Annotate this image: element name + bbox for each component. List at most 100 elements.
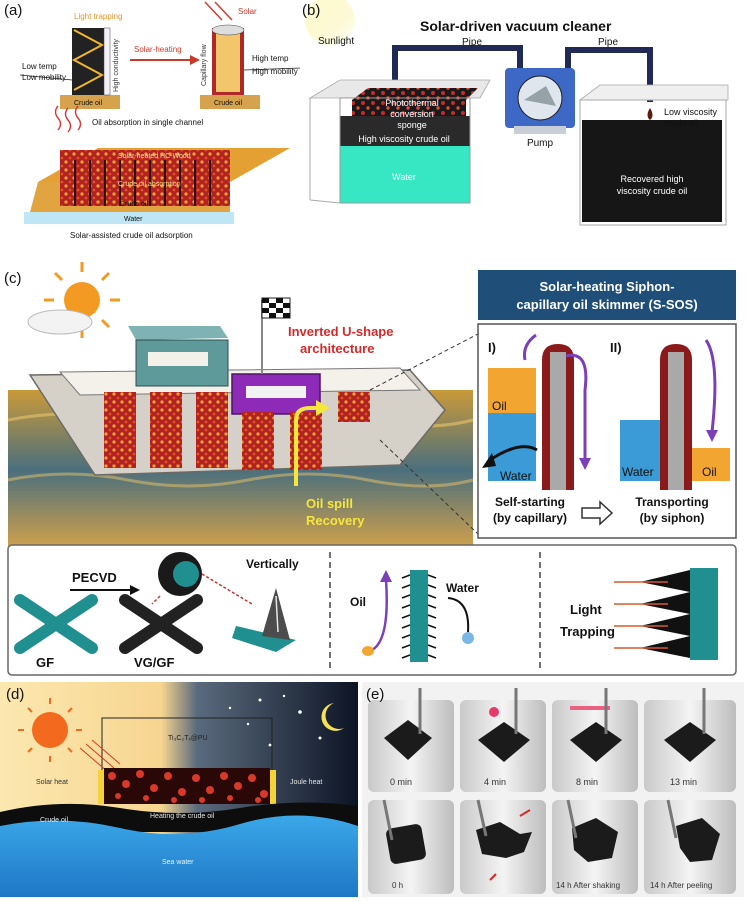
label-sponge-1: Photothermal (385, 98, 439, 108)
label-heating: Heating the crude oil (150, 813, 215, 820)
label-gf: GF (36, 655, 54, 670)
recovery-arrow (294, 406, 318, 486)
label-heat-caption: Crude oil absorption (118, 181, 181, 188)
label-recovered-1: Recovered high (620, 174, 683, 184)
panel-d-tag: (d) (6, 686, 25, 703)
hc-wood-block (60, 150, 230, 206)
label-vertically: Vertically (246, 557, 299, 571)
label-self-starting-1: Self-starting (495, 495, 565, 509)
vggf-fiber-2 (119, 594, 203, 654)
mxene-sponge (104, 768, 270, 804)
panel-c-tag: (c) (4, 270, 22, 287)
vial-top-2 (460, 688, 546, 792)
label-high-viscosity: High viscosity crude oil (358, 134, 450, 144)
pipe-left-shape (392, 45, 523, 88)
label-low-mobility: Low mobility (22, 73, 66, 82)
skimmer-4 (242, 412, 274, 470)
skimmer-3 (196, 392, 228, 468)
panel-b-tag: (b) (302, 2, 321, 19)
label-pipe-right: Pipe (598, 37, 618, 48)
label-bottom-14h-shaking: 14 h After shaking (556, 881, 620, 890)
vial-top-3 (552, 688, 638, 792)
vial-top-1 (368, 688, 454, 792)
oil-layer-stage1 (488, 368, 536, 413)
panel-e-tag: (e) (366, 686, 385, 703)
skimmer-6 (338, 392, 370, 422)
sea-water-layer (0, 815, 358, 897)
label-time-13: 13 min (670, 777, 697, 787)
label-solar-heat: Solar heat (36, 779, 68, 786)
title-s-sos-2: capillary oil skimmer (S-SOS) (516, 297, 697, 312)
label-water-mid: Water (446, 581, 479, 595)
photothermal-sponge (352, 100, 466, 116)
panel-b (305, 0, 729, 226)
sun-icon-d (32, 712, 68, 748)
trapping-surface (690, 568, 718, 660)
label-solar: Solar (238, 7, 257, 16)
label-pecvd: PECVD (72, 570, 117, 585)
caption-solar-assisted: Solar-assisted crude oil adsorption (70, 231, 193, 240)
label-stage-1: I) (488, 340, 496, 355)
vial-bottom-4 (644, 799, 736, 894)
label-capillary-flow: Capillary flow (201, 43, 208, 86)
vial-bottom-1 (368, 799, 454, 894)
light-trapping-zigzag (71, 29, 105, 91)
label-time-0: 0 min (390, 777, 412, 787)
panel-a-tag: (a) (4, 2, 23, 19)
panel-e (362, 682, 744, 897)
s-sos-title-box (478, 270, 736, 320)
label-water-stage1: Water (500, 469, 532, 483)
skimmer-1 (104, 392, 136, 468)
vggf-surface (410, 570, 428, 662)
label-crude-oil-left: Crude oil (74, 100, 102, 107)
label-time-4: 4 min (484, 777, 506, 787)
vial-top-4 (644, 688, 736, 792)
moon-icon (321, 703, 344, 731)
vial-bottom-3 (552, 799, 638, 894)
crude-oil-base-right (200, 95, 260, 109)
water-tank-left (340, 145, 470, 203)
label-sunlight: Sunlight (318, 36, 354, 47)
title-s-sos-1: Solar-heating Siphon- (539, 279, 674, 294)
next-step-arrow (581, 500, 614, 526)
label-water-b: Water (392, 172, 416, 182)
sun-glow (305, 0, 355, 45)
label-light: Light (570, 602, 602, 617)
label-recovery-1: Oil spill (306, 496, 353, 511)
label-inverted-1: Inverted U-shape (288, 324, 393, 339)
vial-bottom-2 (460, 799, 546, 894)
water-droplet (462, 632, 474, 644)
label-oil-stage2: Oil (702, 465, 717, 479)
gf-fiber-2 (14, 594, 98, 654)
panel-d (0, 682, 358, 897)
label-stage-2: II) (610, 340, 622, 355)
label-sponge-3: sponge (397, 120, 427, 130)
label-light-trapping: Light trapping (74, 12, 122, 21)
label-trapping: Trapping (560, 624, 615, 639)
label-oil-stage1: Oil (492, 399, 507, 413)
label-pump: Pump (527, 138, 554, 149)
label-crude-oil-right: Crude oil (214, 100, 242, 107)
title-vacuum-cleaner: Solar-driven vacuum cleaner (420, 18, 612, 34)
oil-collected-stage2 (692, 448, 730, 481)
sun-icon (64, 282, 100, 318)
label-bottom-0h: 0 h (392, 881, 403, 890)
label-recovery-2: Recovery (306, 513, 365, 528)
water-layer-a (24, 212, 234, 224)
label-bottom-14h-peeling: 14 h After peeling (650, 881, 712, 890)
label-inverted-2: architecture (300, 341, 374, 356)
label-low-temp: Low temp (22, 62, 57, 71)
label-joule-heat: Joule heat (290, 779, 322, 786)
label-high-temp: High temp (252, 54, 289, 63)
label-low-viscosity-1: Low viscosity (664, 107, 718, 117)
label-sponge-2: conversion (390, 109, 434, 119)
crude-oil-base-left (60, 95, 120, 109)
recovered-oil-tank (582, 120, 722, 222)
label-vggf: VG/GF (134, 655, 175, 670)
panel-c (7, 262, 737, 676)
skimmer-2 (150, 392, 182, 468)
label-transporting-2: (by siphon) (640, 511, 705, 525)
panel-a (19, 1, 301, 224)
label-solar-heating: Solar-heating (134, 45, 182, 54)
